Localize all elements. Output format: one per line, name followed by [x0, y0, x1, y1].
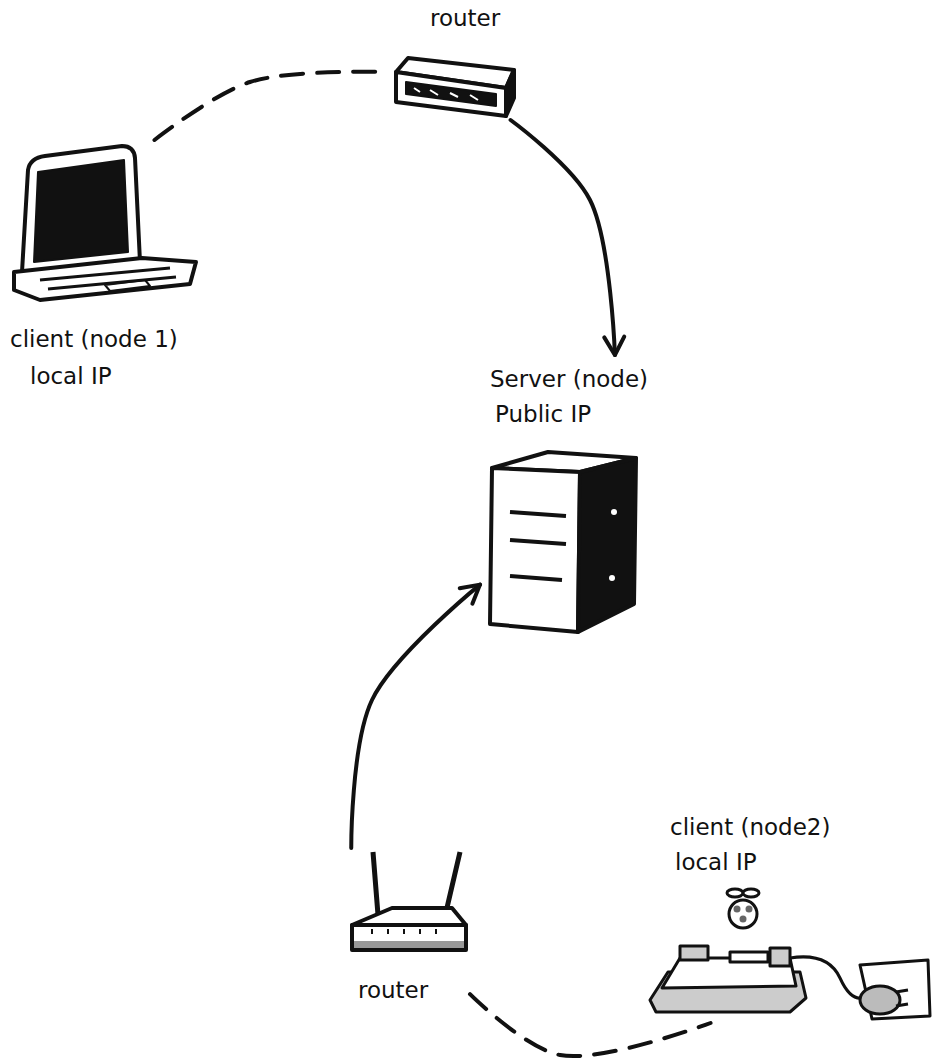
server-icon	[490, 452, 636, 632]
server-front	[490, 468, 580, 632]
local-link	[470, 994, 711, 1056]
address-label: local IP	[675, 848, 825, 876]
client-node: client (node2) local IP	[645, 808, 930, 1023]
pi-power-port	[770, 948, 790, 966]
network-link	[511, 120, 615, 355]
client-node: client (node 1) local IP	[5, 140, 235, 400]
router-front-face	[396, 72, 506, 116]
router-ports	[414, 88, 478, 100]
network-link	[351, 585, 480, 848]
server-light	[611, 509, 617, 515]
wifi-router-icon	[352, 852, 466, 950]
node-label: client (node 1)	[10, 325, 234, 353]
router-antennas	[373, 852, 460, 915]
router-side-face	[506, 70, 514, 116]
server-bays	[510, 512, 566, 580]
pi-logo-leaf	[743, 889, 759, 897]
pi-usb-port	[680, 946, 708, 960]
pi-logo-seed	[734, 906, 741, 913]
laptop-screen-frame	[22, 146, 140, 272]
server-node: Server (node) Public IP	[480, 355, 670, 635]
router-leds	[372, 929, 436, 934]
power-plug	[860, 986, 900, 1014]
pi-logo-berry	[729, 900, 757, 928]
laptop-screen	[34, 160, 128, 262]
power-cable	[790, 957, 862, 998]
router-node: router	[345, 848, 470, 1018]
address-label: local IP	[30, 362, 180, 390]
router-slot	[406, 82, 496, 106]
pi-chip	[730, 952, 768, 962]
router-icon	[396, 58, 514, 116]
address-label: Public IP	[495, 400, 645, 428]
router-top-face	[352, 908, 466, 925]
local-link	[155, 72, 386, 140]
node-label: router	[358, 976, 468, 1004]
pi-logo-leaf	[727, 889, 743, 897]
server-light	[609, 575, 615, 581]
pi-logo-seed	[746, 906, 753, 913]
laptop-touchpad	[105, 280, 150, 291]
laptop-base	[14, 258, 196, 300]
node-label: Server (node)	[490, 365, 668, 393]
wall-outlet	[860, 960, 930, 1019]
pi-logo-seed	[740, 916, 747, 923]
plug-prongs	[896, 990, 908, 1006]
node-label: router	[430, 4, 518, 32]
router-base-band	[354, 941, 464, 948]
server-side	[578, 458, 636, 632]
laptop-keys	[40, 268, 176, 289]
router-node: router	[385, 0, 520, 120]
router-front-face	[352, 925, 466, 950]
laptop-icon	[14, 146, 196, 300]
raspberry-pi-icon	[650, 889, 930, 1019]
node-label: client (node2)	[670, 813, 900, 841]
